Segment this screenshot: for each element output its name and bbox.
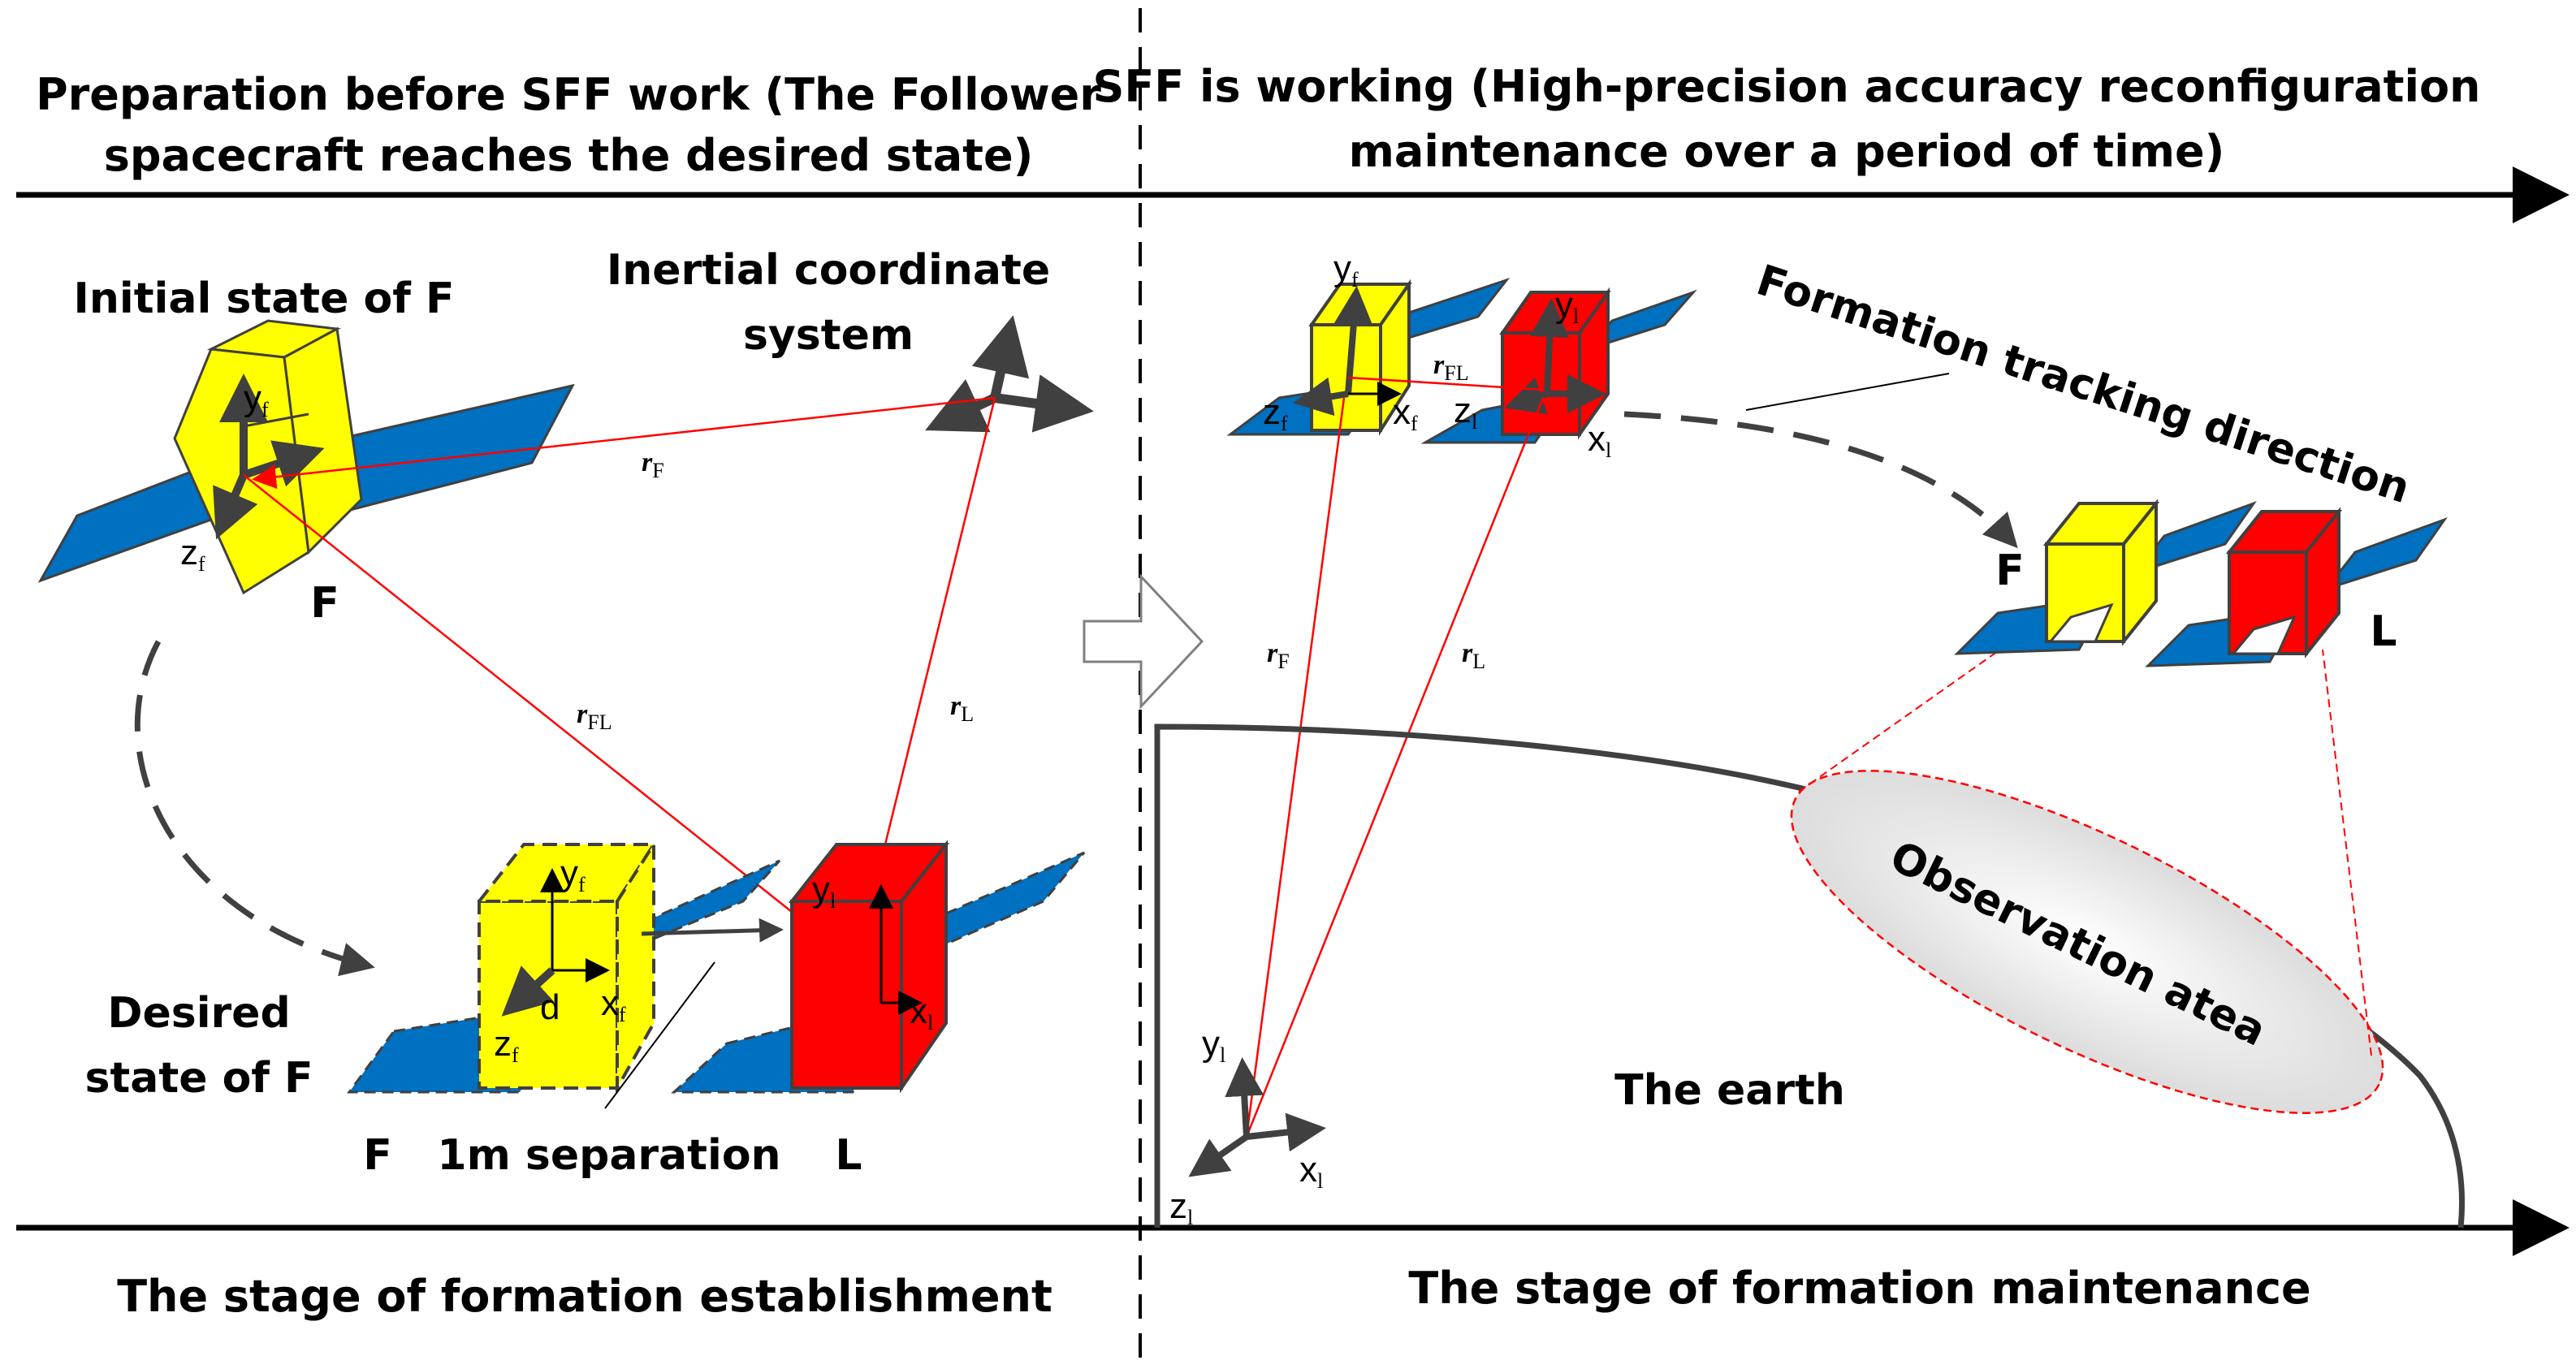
- x-axis-label: xl: [1588, 419, 1611, 462]
- body-front: [790, 900, 903, 1090]
- x-axis-label: xf: [601, 983, 626, 1026]
- label-rFL-right: rFL: [1433, 350, 1469, 385]
- desired-leader-label: L: [835, 1131, 862, 1180]
- initial-follower-label: F: [310, 579, 339, 628]
- body-front: [1501, 331, 1581, 436]
- formation-leader-axes: yl xl zl: [1454, 285, 1611, 462]
- desired-leader-axes: yl xl: [812, 870, 933, 1034]
- separation-arrow: [641, 918, 784, 943]
- y-axis-label: yf: [1333, 248, 1359, 292]
- vector-rF-right: [1245, 397, 1346, 1138]
- desired-leader-spacecraft: [671, 840, 1086, 1094]
- body-front: [1310, 323, 1382, 432]
- right-header-line1: SFF is working (High-precision accuracy …: [1092, 61, 2480, 112]
- body-side: [616, 839, 655, 1095]
- separation-leader-line: [604, 961, 715, 1109]
- inertial-coordinate-axes: [925, 315, 1094, 433]
- d-label: d: [540, 987, 560, 1027]
- y-axis-label: yf: [244, 378, 269, 421]
- earth-coordinate-axes: yl xl zl: [1169, 1024, 1326, 1229]
- z-axis-label: zl: [1169, 1186, 1193, 1229]
- inertial-x-arrow: [994, 374, 1094, 433]
- transition-arrow: [1083, 573, 1204, 710]
- right-footer: The stage of formation maintenance: [1408, 1263, 2310, 1314]
- left-header-line2: spacecraft reaches the desired state): [104, 130, 1034, 181]
- transfer-path-arrow: [134, 640, 375, 977]
- panel-cutout: [2047, 602, 2114, 643]
- z-axis-label: zf: [494, 1024, 519, 1067]
- earth-label: The earth: [1614, 1066, 1845, 1115]
- inertial-label-line1: Inertial coordinate: [607, 246, 1050, 295]
- y-axis-label: yf: [560, 853, 586, 896]
- zoomed-follower-spacecraft: [1954, 499, 2257, 655]
- y-axis-label: yl: [1202, 1024, 1225, 1067]
- inertial-z-arrow: [925, 379, 997, 433]
- separation-label: 1m separation: [437, 1131, 780, 1180]
- inertial-label-line2: system: [743, 311, 914, 360]
- z-axis-label: zf: [1263, 392, 1288, 435]
- label-rL-right: rL: [1462, 638, 1485, 673]
- panel-cutout: [2230, 615, 2297, 655]
- observation-area: [1790, 770, 2384, 1114]
- solar-panel-right: [2323, 516, 2448, 591]
- zoom-line-left: [1798, 645, 2007, 792]
- label-rF-left: rF: [642, 447, 664, 482]
- vector-rL-right: [1245, 397, 1545, 1138]
- z-axis-arrow: [213, 473, 258, 540]
- body-side: [2122, 499, 2158, 646]
- label-rL-left: rL: [950, 691, 974, 726]
- label-rF-right: rF: [1267, 638, 1290, 673]
- x-axis-label: xl: [910, 991, 933, 1034]
- left-footer: The stage of formation establishment: [117, 1271, 1052, 1322]
- body-top: [475, 843, 657, 903]
- desired-follower-spacecraft: [347, 839, 781, 1095]
- x-axis-label: xf: [1393, 392, 1418, 435]
- zoomed-leader-label: L: [2370, 607, 2397, 656]
- desired-follower-label: F: [363, 1131, 392, 1180]
- zoomed-leader-spacecraft: [2145, 507, 2448, 667]
- vector-rFL-left: [243, 474, 805, 922]
- right-header-line2: maintenance over a period of time): [1349, 126, 2225, 177]
- vector-rF-left: [252, 396, 996, 490]
- initial-state-label: Initial state of F: [74, 274, 455, 323]
- tracking-direction-label: Formation tracking direction: [1751, 256, 2415, 513]
- zoom-line-right: [2322, 649, 2372, 1056]
- body-side: [2305, 507, 2340, 659]
- desired-label-line1: Desired: [107, 989, 290, 1038]
- solar-panel-right: [616, 859, 781, 956]
- y-axis-label: yl: [1555, 285, 1579, 328]
- tracking-direction-arrow: [1623, 411, 2018, 549]
- zoomed-follower-label: F: [1995, 546, 2025, 595]
- tracking-leader-line: [1745, 373, 1950, 411]
- x-axis-label: xl: [1299, 1150, 1323, 1193]
- desired-follower-axes: yf xf zf d: [494, 853, 626, 1067]
- z-axis-label: zf: [180, 533, 205, 576]
- label-rFL-left: rFL: [577, 699, 612, 734]
- solar-panel-right: [910, 851, 1086, 961]
- vector-rFL-right: [1347, 376, 1544, 391]
- y-axis-label: yl: [812, 870, 836, 913]
- desired-label-line2: state of F: [84, 1054, 313, 1103]
- left-header-line1: Preparation before SFF work (The Followe…: [36, 69, 1101, 120]
- body-side: [900, 840, 948, 1094]
- z-axis-label: zl: [1454, 391, 1477, 434]
- inertial-y-arrow: [971, 315, 1030, 399]
- body-edge: [243, 412, 309, 428]
- vector-rL-left: [884, 397, 996, 845]
